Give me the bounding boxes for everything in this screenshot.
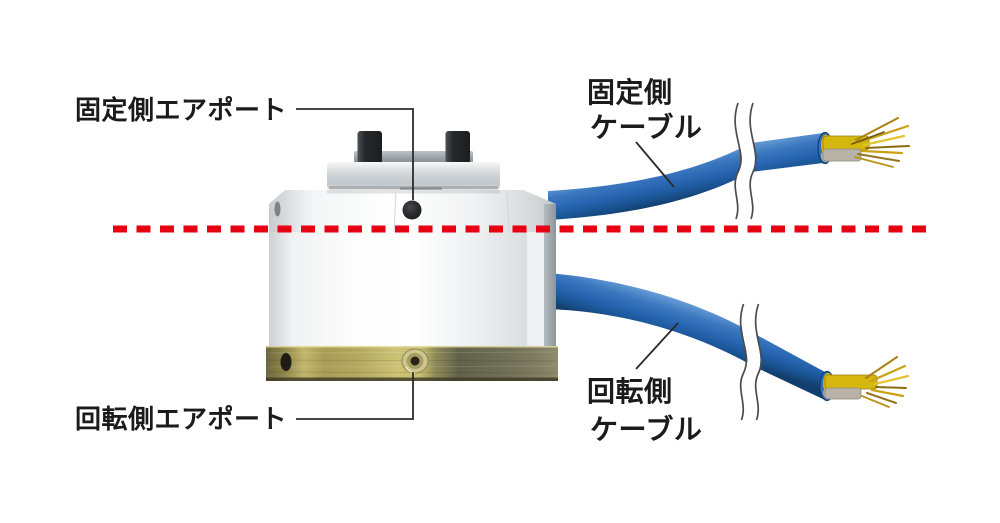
fixed-air-port-hole: [402, 200, 422, 220]
inner-sheath-yellow: [822, 135, 870, 151]
rotor-step-panel: [527, 232, 544, 346]
cable-break-mark-fixed: [734, 100, 757, 222]
inner-sheath-gray: [822, 148, 862, 162]
ring-facet-line: [393, 190, 397, 233]
label-rotating-cable-line1: 回転側: [587, 376, 673, 407]
leader-fixed-air-port: [296, 108, 414, 200]
fixed-cable-jacket: [548, 133, 823, 220]
ring-facet-line: [506, 190, 510, 233]
rotating-cable-jacket: [548, 273, 825, 400]
side-hole-lower: [280, 353, 292, 371]
exposed-wires: [851, 117, 910, 168]
label-rotating-air-port: 回転側エアポート: [75, 404, 287, 434]
rotating-air-port-hole: [401, 348, 429, 374]
leader-lines: [296, 108, 679, 420]
cable-break-mark-rotating: [739, 301, 763, 423]
rotating-cable-end: [819, 356, 910, 408]
band-top-highlight: [266, 346, 558, 348]
exposed-wires: [861, 356, 910, 408]
band-bottom-edge: [266, 377, 558, 381]
label-fixed-cable-line1: 固定側: [587, 76, 673, 108]
inner-sheath-gray: [824, 387, 862, 400]
rotating-cable: [548, 273, 825, 400]
fixed-cable: [548, 133, 823, 220]
leader-rotating-cable: [635, 322, 679, 370]
mounting-post-right: [445, 131, 470, 164]
mounting-post-left: [357, 131, 382, 164]
leader-rotating-air-port: [296, 372, 414, 420]
device-right-edge: [544, 204, 556, 346]
rotary-joint-device: [266, 131, 558, 381]
label-rotating-cable-line2: ケーブル: [590, 413, 702, 445]
fixed-cable-end: [817, 117, 910, 168]
leader-fixed-cable: [635, 141, 675, 188]
rotor-body: [269, 232, 556, 346]
side-hole-upper: [274, 201, 281, 217]
inner-sheath-yellow: [824, 374, 878, 390]
label-fixed-air-port: 固定側エアポート: [75, 95, 287, 125]
label-fixed-cable-line2: ケーブル: [590, 111, 702, 143]
